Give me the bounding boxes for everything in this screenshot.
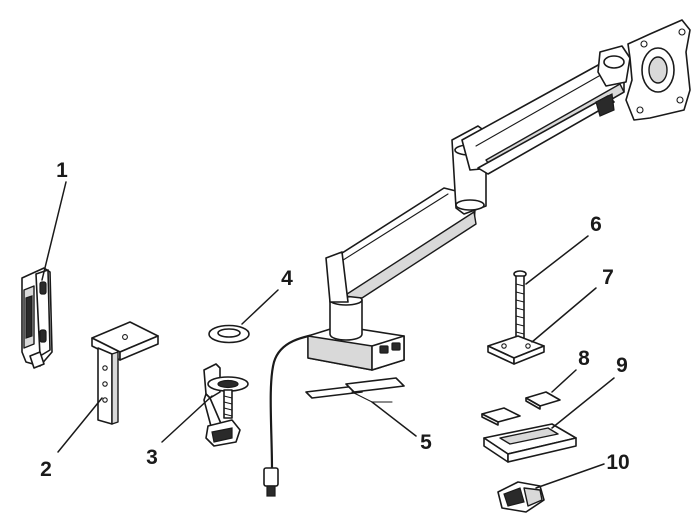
part-1-vesa-plate <box>21 267 53 369</box>
leader-line-2 <box>57 397 103 453</box>
part-10-clamp-knob <box>497 481 545 513</box>
part-9-clamp-plate <box>483 423 577 463</box>
leader-line-7 <box>531 287 597 343</box>
callout-3: 3 <box>146 446 158 469</box>
monitor-arm-assembly <box>263 19 691 497</box>
callout-5: 5 <box>420 431 432 454</box>
part-8-pads <box>481 391 561 426</box>
callout-2: 2 <box>40 458 52 481</box>
usb-connector <box>263 467 279 487</box>
callout-4: 4 <box>281 267 293 290</box>
callout-6: 6 <box>590 213 602 236</box>
callout-8: 8 <box>578 347 590 370</box>
leader-line-3 <box>161 395 213 443</box>
part-5-cable-clips <box>305 377 405 403</box>
part-6-bolt <box>513 270 527 339</box>
part-2-bracket <box>91 321 159 425</box>
part-7-base-plate <box>487 335 545 365</box>
leader-line-6 <box>525 235 589 285</box>
callout-9: 9 <box>616 354 628 377</box>
callout-10: 10 <box>606 451 629 474</box>
part-4-grommet-ring <box>208 324 250 344</box>
part-3-c-clamp <box>203 363 249 447</box>
leader-line-5 <box>371 401 417 437</box>
callout-1: 1 <box>56 159 68 182</box>
callout-7: 7 <box>602 266 614 289</box>
leader-line-4 <box>241 289 279 325</box>
leader-line-10 <box>535 463 605 489</box>
leader-line-9 <box>551 377 615 429</box>
leader-line-8 <box>551 369 577 393</box>
leader-line-1 <box>41 181 67 281</box>
